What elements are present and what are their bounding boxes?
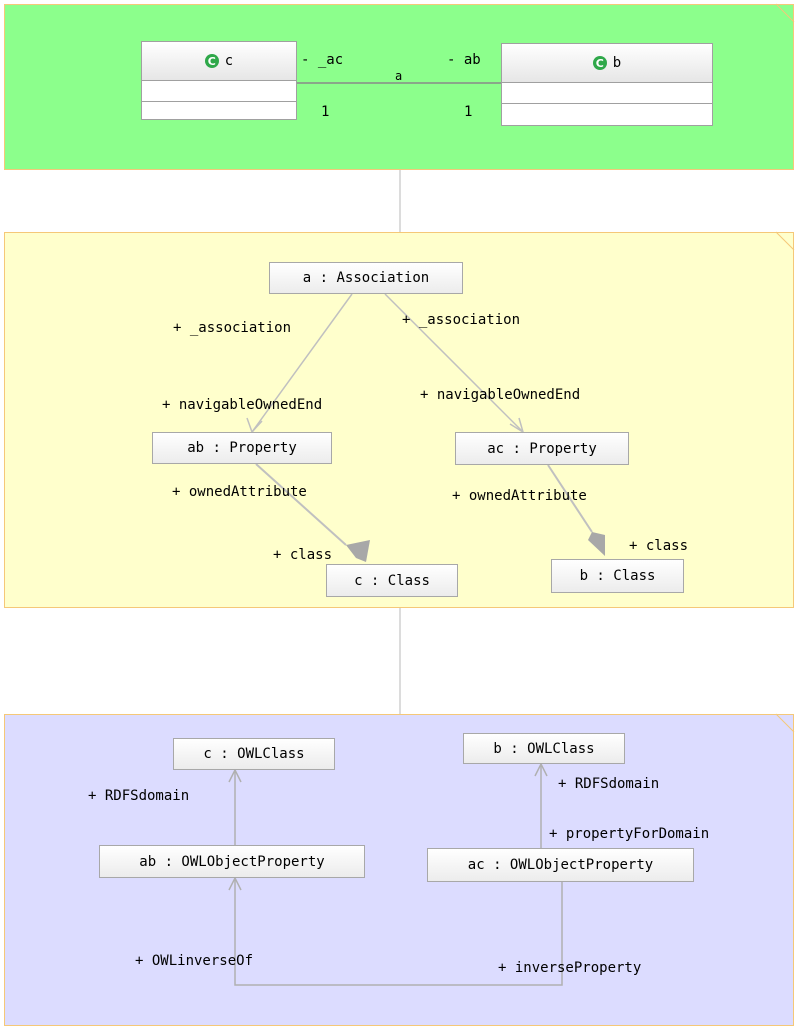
b-class-instance[interactable]: b : Class bbox=[551, 559, 684, 593]
assoc-role-ac: - _ac bbox=[301, 52, 344, 68]
class-b-attributes bbox=[502, 83, 712, 104]
label-owned-right: + ownedAttribute bbox=[452, 488, 587, 504]
uml-class-c[interactable]: C c bbox=[141, 41, 297, 120]
label-class-right: + class bbox=[629, 538, 689, 554]
class-c-operations bbox=[142, 102, 296, 122]
label-association-left: + _association bbox=[173, 320, 292, 336]
class-b-operations bbox=[502, 104, 712, 124]
ac-property-instance[interactable]: ac : Property bbox=[455, 432, 629, 465]
label-navigable-right: + navigableOwnedEnd bbox=[420, 387, 581, 403]
association-instance[interactable]: a : Association bbox=[269, 262, 463, 294]
ab-property-instance[interactable]: ab : Property bbox=[152, 432, 332, 464]
label-rdfsdomain-right: + RDFSdomain bbox=[558, 776, 660, 792]
label-property-for-domain: + propertyForDomain bbox=[549, 826, 710, 842]
label-owl-inverse-of: + OWLinverseOf bbox=[135, 953, 254, 969]
class-c-attributes bbox=[142, 81, 296, 102]
c-class-instance[interactable]: c : Class bbox=[326, 564, 458, 597]
b-owlclass[interactable]: b : OWLClass bbox=[463, 733, 625, 764]
assoc-mult-c: 1 bbox=[321, 104, 330, 120]
class-c-header: C c bbox=[142, 42, 296, 81]
label-association-right: + _association bbox=[402, 312, 521, 328]
class-icon: C bbox=[592, 56, 607, 70]
label-owned-left: + ownedAttribute bbox=[172, 484, 307, 500]
label-rdfsdomain-left: + RDFSdomain bbox=[88, 788, 190, 804]
label-navigable-left: + navigableOwnedEnd bbox=[162, 397, 323, 413]
assoc-name: a bbox=[395, 69, 403, 83]
label-class-left: + class bbox=[273, 547, 333, 563]
label-inverse-property: + inverseProperty bbox=[498, 960, 642, 976]
class-b-name: b bbox=[612, 55, 622, 71]
assoc-mult-b: 1 bbox=[464, 104, 473, 120]
ac-owlobjectproperty[interactable]: ac : OWLObjectProperty bbox=[427, 848, 694, 882]
ab-owlobjectproperty[interactable]: ab : OWLObjectProperty bbox=[99, 845, 365, 878]
assoc-role-ab: - ab bbox=[447, 52, 481, 68]
class-c-name: c bbox=[224, 53, 234, 69]
uml-class-b[interactable]: C b bbox=[501, 43, 713, 126]
c-owlclass[interactable]: c : OWLClass bbox=[173, 738, 335, 770]
class-icon: C bbox=[204, 54, 219, 68]
instance-panel bbox=[4, 232, 794, 608]
class-b-header: C b bbox=[502, 44, 712, 83]
